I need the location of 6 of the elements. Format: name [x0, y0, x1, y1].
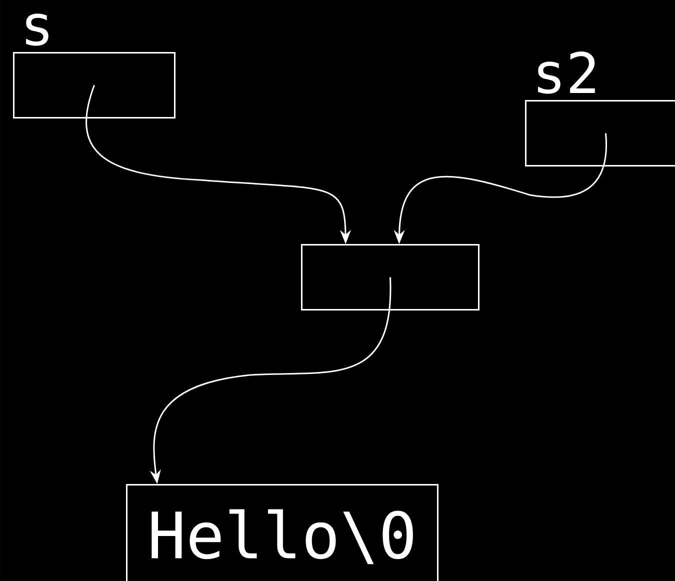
- labeled-box: s: [13, 14, 176, 118]
- node-label: s2: [538, 51, 595, 94]
- labeled-box: s2: [525, 51, 675, 166]
- labeled-box: Hello\0: [126, 484, 438, 581]
- node-label: s: [26, 14, 48, 46]
- empty-box: [301, 244, 480, 310]
